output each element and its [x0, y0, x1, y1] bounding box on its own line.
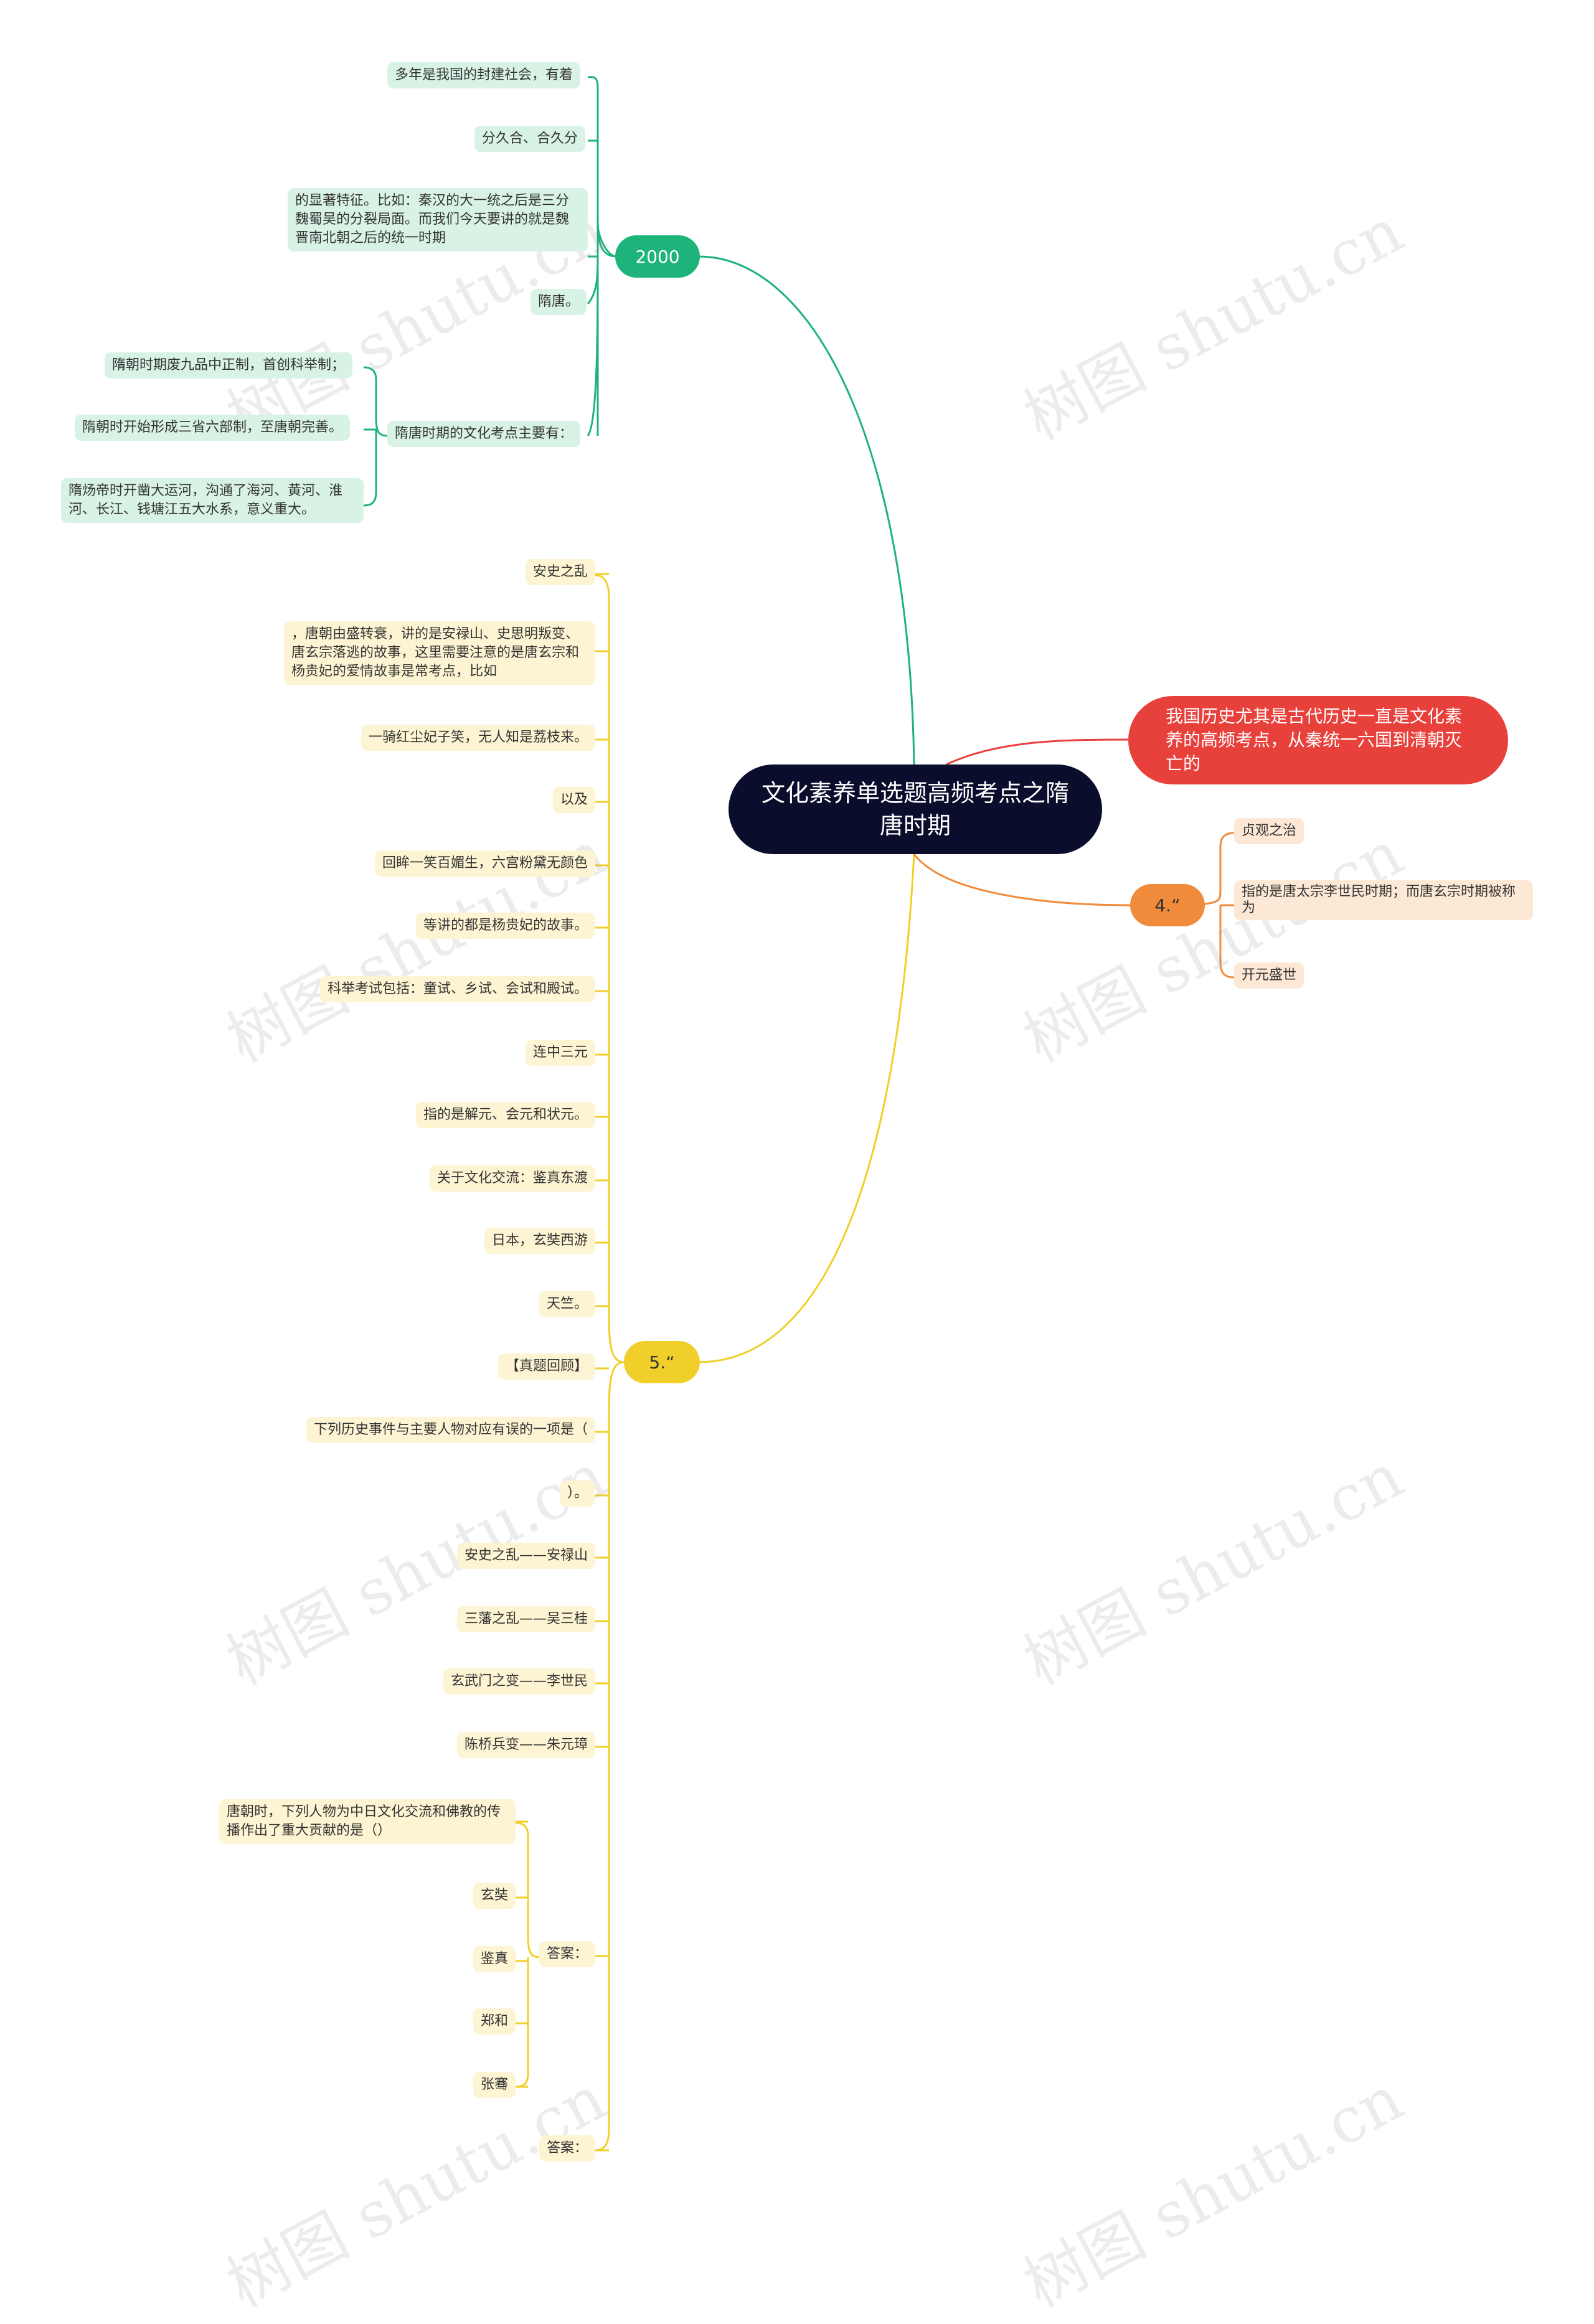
leaf-text: 答案：: [547, 2140, 588, 2156]
answer-leaf[interactable]: 玄奘: [473, 1883, 516, 1909]
yellow-leaf[interactable]: 一骑红尘妃子笑，无人知是荔枝来。: [361, 725, 595, 751]
green-leaf[interactable]: 分久合、合久分: [474, 126, 586, 152]
yellow-leaf[interactable]: 连中三元: [525, 1040, 595, 1066]
answer-leaf[interactable]: 郑和: [473, 2008, 516, 2035]
root-topic[interactable]: 文化素养单选题高频考点之隋唐时期: [729, 764, 1102, 854]
leaf-text: 关于文化交流：鉴真东渡: [436, 1170, 588, 1186]
branch-4-label: 4.“: [1154, 895, 1181, 916]
leaf-text: 隋炀帝时开凿大运河，沟通了海河、黄河、淮河、长江、钱塘江五大水系，意义重大。: [68, 483, 343, 517]
yellow-leaf[interactable]: 安史之乱——安禄山: [456, 1543, 595, 1569]
leaf-text: 安史之乱——安禄山: [464, 1548, 588, 1563]
branch-2000-label: 2000: [635, 246, 680, 267]
yellow-leaf[interactable]: 回眸一笑百媚生，六宫粉黛无颜色: [374, 850, 595, 877]
yellow-leaf[interactable]: 【真题回顾】: [498, 1353, 595, 1380]
green-subleaf[interactable]: 隋炀帝时开凿大运河，沟通了海河、黄河、淮河、长江、钱塘江五大水系，意义重大。: [61, 478, 364, 523]
leaf-text: ）。: [567, 1485, 588, 1501]
leaf-text: 唐朝时，下列人物为中日文化交流和佛教的传播作出了重大贡献的是（）: [227, 1804, 501, 1838]
green-subleaf[interactable]: 隋朝时开始形成三省六部制，至唐朝完善。: [75, 415, 351, 441]
leaf-text: 答案：: [547, 1946, 588, 1962]
leaf-text: 玄武门之变——李世民: [450, 1673, 588, 1689]
branch-5-label: 5.“: [649, 1352, 675, 1373]
green-leaf[interactable]: 的显著特征。比如：秦汉的大一统之后是三分魏蜀吴的分裂局面。而我们今天要讲的就是魏…: [288, 188, 588, 252]
branch-red-label: 我国历史尤其是古代历史一直是文化素养的高频考点，从秦统一六国到清朝灭亡的: [1166, 706, 1463, 774]
yellow-leaf[interactable]: 指的是解元、会元和状元。: [415, 1102, 595, 1128]
leaf-text: 郑和: [480, 2013, 508, 2029]
leaf-text: 贞观之治: [1242, 823, 1297, 839]
leaf-text: 的显著特征。比如：秦汉的大一统之后是三分魏蜀吴的分裂局面。而我们今天要讲的就是魏…: [295, 193, 570, 246]
leaf-text: 连中三元: [532, 1045, 588, 1060]
yellow-leaf[interactable]: 科举考试包括：童试、乡试、会试和殿试。: [319, 976, 595, 1002]
green-leaf[interactable]: 隋唐时期的文化考点主要有：: [387, 421, 581, 447]
yellow-leaf[interactable]: ，唐朝由盛转衰，讲的是安禄山、史思明叛变、唐玄宗落逃的故事，这里需要注意的是唐玄…: [284, 621, 595, 685]
answer-leaf[interactable]: 鉴真: [473, 1946, 516, 1972]
yellow-leaf[interactable]: 天竺。: [539, 1291, 595, 1317]
leaf-text: 隋朝时开始形成三省六部制，至唐朝完善。: [82, 420, 343, 435]
mindmap-connectors: [363, 76, 1235, 2152]
yellow-leaf[interactable]: 三藩之乱——吴三桂: [456, 1606, 595, 1632]
yellow-leaf[interactable]: 下列历史事件与主要人物对应有误的一项是（: [306, 1417, 595, 1443]
leaf-text: 开元盛世: [1242, 967, 1297, 983]
green-leaf[interactable]: 多年是我国的封建社会，有着: [387, 62, 581, 88]
leaf-text: 下列历史事件与主要人物对应有误的一项是（: [313, 1422, 588, 1437]
branch-red[interactable]: 我国历史尤其是古代历史一直是文化素养的高频考点，从秦统一六国到清朝灭亡的: [1128, 696, 1508, 784]
yellow-leaf[interactable]: 等讲的都是杨贵妃的故事。: [415, 913, 595, 939]
answer-leaf[interactable]: 张骞: [473, 2072, 516, 2098]
leaf-text: 天竺。: [546, 1296, 588, 1312]
yellow-leaf[interactable]: 关于文化交流：鉴真东渡: [429, 1165, 595, 1192]
leaf-text: 以及: [560, 792, 588, 807]
leaf-text: 陈桥兵变——朱元璋: [464, 1737, 588, 1752]
yellow-leaf[interactable]: 答案：: [539, 2135, 596, 2162]
leaf-text: 三藩之乱——吴三桂: [464, 1611, 588, 1627]
yellow-leaf[interactable]: 陈桥兵变——朱元璋: [456, 1732, 595, 1758]
orange-leaf[interactable]: 开元盛世: [1234, 962, 1304, 989]
leaf-text: 隋朝时期废九品中正制，首创科举制；: [112, 357, 346, 373]
leaf-text: 分久合、合久分: [482, 131, 578, 146]
leaf-text: 玄奘: [480, 1888, 508, 1903]
yellow-leaf[interactable]: 日本，玄奘西游: [484, 1228, 595, 1254]
leaf-text: 【真题回顾】: [505, 1358, 588, 1374]
leaf-text: 张骞: [480, 2077, 508, 2092]
green-subleaf[interactable]: 隋朝时期废九品中正制，首创科举制；: [105, 352, 353, 379]
leaf-text: 等讲的都是杨贵妃的故事。: [423, 918, 588, 933]
branch-5[interactable]: 5.“: [624, 1341, 700, 1383]
yellow-leaf[interactable]: 答案：: [539, 1941, 596, 1967]
leaf-text: 指的是唐太宗李世民时期；而唐玄宗时期被称为: [1242, 884, 1516, 916]
leaf-text: 安史之乱: [532, 564, 588, 580]
leaf-text: 科举考试包括：童试、乡试、会试和殿试。: [327, 981, 588, 997]
orange-leaf[interactable]: 贞观之治: [1234, 818, 1304, 844]
orange-leaf[interactable]: 指的是唐太宗李世民时期；而唐玄宗时期被称为: [1234, 880, 1533, 920]
green-leaf[interactable]: 隋唐。: [531, 289, 587, 315]
leaf-text: 鉴真: [480, 1951, 508, 1967]
leaf-text: ，唐朝由盛转衰，讲的是安禄山、史思明叛变、唐玄宗落逃的故事，这里需要注意的是唐玄…: [291, 626, 580, 679]
yellow-leaf[interactable]: ）。: [559, 1480, 595, 1507]
leaf-text: 隋唐。: [538, 294, 580, 309]
answer-leaf[interactable]: 唐朝时，下列人物为中日文化交流和佛教的传播作出了重大贡献的是（）: [219, 1799, 516, 1844]
leaf-text: 指的是解元、会元和状元。: [423, 1107, 588, 1122]
branch-4[interactable]: 4.“: [1130, 884, 1205, 926]
leaf-text: 回眸一笑百媚生，六宫粉黛无颜色: [382, 855, 588, 871]
yellow-leaf[interactable]: 玄武门之变——李世民: [443, 1668, 595, 1695]
yellow-leaf[interactable]: 以及: [552, 787, 595, 813]
root-topic-label: 文化素养单选题高频考点之隋唐时期: [761, 779, 1069, 839]
leaf-text: 多年是我国的封建社会，有着: [395, 67, 573, 83]
yellow-leaf[interactable]: 安史之乱: [525, 559, 595, 585]
branch-2000[interactable]: 2000: [615, 235, 700, 278]
leaf-text: 隋唐时期的文化考点主要有：: [395, 426, 573, 441]
leaf-text: 日本，玄奘西游: [491, 1233, 588, 1248]
leaf-text: 一骑红尘妃子笑，无人知是荔枝来。: [368, 730, 588, 745]
